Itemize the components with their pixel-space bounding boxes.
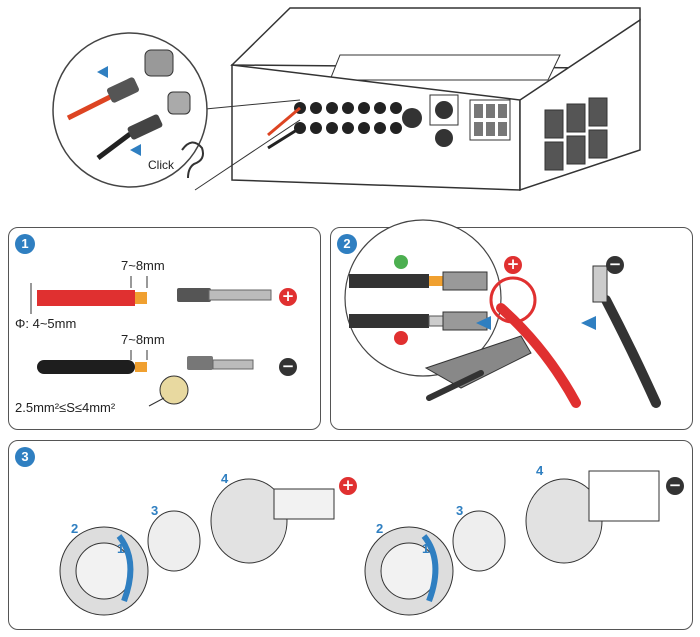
order-label-3-right: 3 — [456, 503, 464, 518]
positive-sign: + — [279, 288, 297, 306]
order-label-4-right: 4 — [536, 463, 544, 478]
order-label-4-left: 4 — [221, 471, 229, 486]
red-cable-diagram — [30, 276, 272, 314]
step-1-panel: 1 7~8mm Φ: 4~5mm + 7~8mm 2.5mm²≤S≤4mm² − — [8, 227, 321, 430]
cross-section-label: 2.5mm²≤S≤4mm² — [15, 400, 116, 415]
crimp-diagram — [344, 219, 661, 408]
top-illustration: Click — [0, 0, 700, 215]
negative-sign: − — [606, 256, 624, 274]
step-2-badge: 2 — [337, 234, 357, 254]
black-cable-diagram — [37, 350, 254, 407]
order-label-3-left: 3 — [151, 503, 159, 518]
positive-sign: + — [504, 256, 522, 274]
step-1-badge: 1 — [15, 234, 35, 254]
diameter-label: Φ: 4~5mm — [15, 316, 77, 331]
inverter-illustration — [194, 7, 641, 192]
strip-length-red-label: 7~8mm — [121, 258, 165, 273]
strip-length-black-label: 7~8mm — [121, 332, 165, 347]
order-label-2-right: 2 — [376, 521, 384, 536]
negative-sign: − — [666, 477, 684, 495]
negative-sign: − — [279, 358, 297, 376]
positive-sign: + — [339, 477, 357, 495]
order-label-2-left: 2 — [71, 521, 79, 536]
order-label-1-right: 1 — [422, 541, 430, 556]
connector-zoom-circle — [52, 32, 208, 188]
assembly-diagram — [59, 470, 660, 616]
click-label: Click — [148, 158, 174, 172]
order-label-1-left: 1 — [117, 541, 125, 556]
step-3-panel: 3 1 2 3 4 + 1 2 3 4 − — [8, 440, 693, 630]
step-2-panel: 2 + − — [330, 219, 693, 430]
step-3-badge: 3 — [15, 447, 35, 467]
